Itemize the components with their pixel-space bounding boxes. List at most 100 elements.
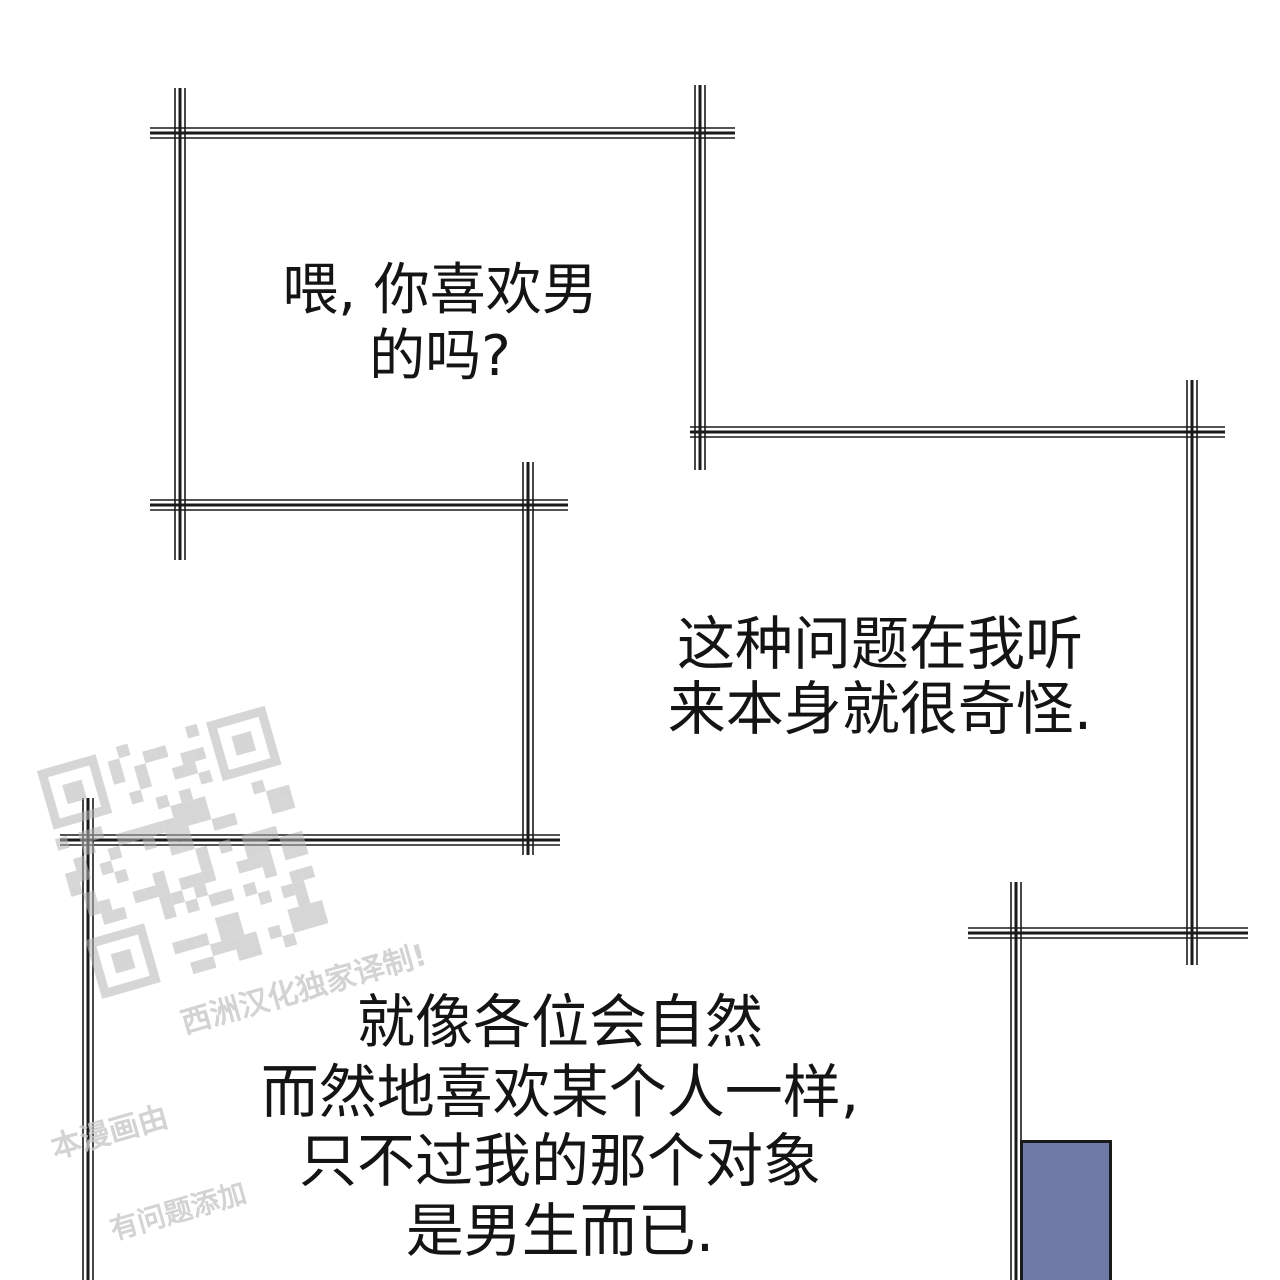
qr-cell [138,824,154,840]
caption-line: 的吗? [369,324,511,390]
qr-cell [300,865,316,881]
qr-cell [185,811,200,826]
qr-cell [247,855,263,871]
qr-cell [282,845,298,861]
qr-cell [181,799,197,815]
qr-cell [170,890,186,906]
qr-cell [290,918,306,933]
qr-cell [277,784,293,800]
qr-cell [107,845,123,861]
qr-cell [214,914,230,930]
caption-second: 这种问题在我听 来本身就很奇怪. [610,612,1150,742]
qr-cell [198,769,214,785]
qr-cell [193,796,209,812]
qr-cell [178,875,194,891]
qr-cell [244,843,260,859]
qr-cell [201,868,217,884]
qr-cell [162,905,177,920]
qr-cell [282,932,298,948]
qr-cell [219,888,235,904]
qr-cell [82,890,98,906]
qr-cell [97,898,113,914]
qr-cell [310,899,326,915]
qr-cell [264,825,280,841]
qr-cell [292,880,308,896]
qr-cell [101,910,116,925]
qr-cell [247,942,263,958]
qr-cell [194,845,210,861]
qr-cell [54,835,70,851]
qr-cell [196,807,212,823]
qr-cell [198,857,214,873]
qr-cell [161,817,177,833]
qr-cell [262,863,278,879]
qr-cell [209,941,225,957]
qr-cell [184,723,200,739]
qr-cell [142,748,157,764]
qr-cell [127,827,143,843]
qr-cell [171,939,187,955]
caption-line: 就像各位会自然 [356,988,763,1056]
qr-cell [112,906,128,922]
qr-code-watermark-icon [35,704,333,1005]
qr-cell [115,830,131,846]
caption-line: 只不过我的那个对象 [298,1127,821,1196]
qr-cell [257,890,273,905]
qr-cell [236,858,252,874]
qr-cell [173,814,189,830]
qr-cell [269,799,284,815]
qr-cell [89,825,105,841]
qr-cell [226,911,242,927]
qr-cell [190,959,205,975]
qr-cell [211,815,227,831]
qr-cell [176,825,192,841]
qr-cell [180,837,195,853]
qr-cell [255,840,271,856]
qr-cell [178,787,194,803]
qr-cell [221,937,237,953]
qr-cell [265,787,281,803]
qr-cell [142,835,158,851]
qr-cell [193,883,209,899]
qr-cell [86,901,102,917]
qr-cell [168,840,184,856]
qr-cell [208,891,224,907]
qr-cell [155,794,171,810]
caption-first: 喂, 你喜欢男 的吗? [220,258,660,390]
qr-cell [153,745,169,760]
qr-cell [218,926,233,942]
qr-cell [152,870,167,886]
qr-cell [183,936,199,952]
qr-cell [107,758,123,774]
qr-cell [218,839,233,854]
caption-line: 是男生而已. [405,1196,715,1265]
qr-cell [155,881,171,897]
qr-cell [77,829,93,845]
blue-panel-fragment [1020,1140,1112,1280]
qr-cell [180,750,195,765]
qr-cell [242,881,258,897]
qr-cell [280,796,296,811]
caption-line: 这种问题在我听 [676,610,1083,678]
qr-cell [76,867,92,883]
qr-cell [81,840,97,856]
caption-line: 来本身就很奇怪. [667,674,1093,743]
qr-cell [267,924,283,940]
qr-cell [99,860,115,876]
qr-cell [158,893,174,909]
qr-cell [287,906,303,922]
qr-cell [302,914,318,930]
qr-cell [195,933,210,948]
caption-third: 就像各位会自然 而然地喜欢某个人一样, 只不过我的那个对象 是男生而已. [180,988,940,1266]
qr-cell [68,882,83,897]
qr-cell [137,774,153,790]
qr-cell [110,769,126,785]
qr-cell [222,812,238,828]
qr-cell [190,872,205,887]
qr-cell [183,761,199,777]
qr-cell [259,852,275,868]
qr-cell [185,898,200,914]
qr-cell [236,946,252,962]
